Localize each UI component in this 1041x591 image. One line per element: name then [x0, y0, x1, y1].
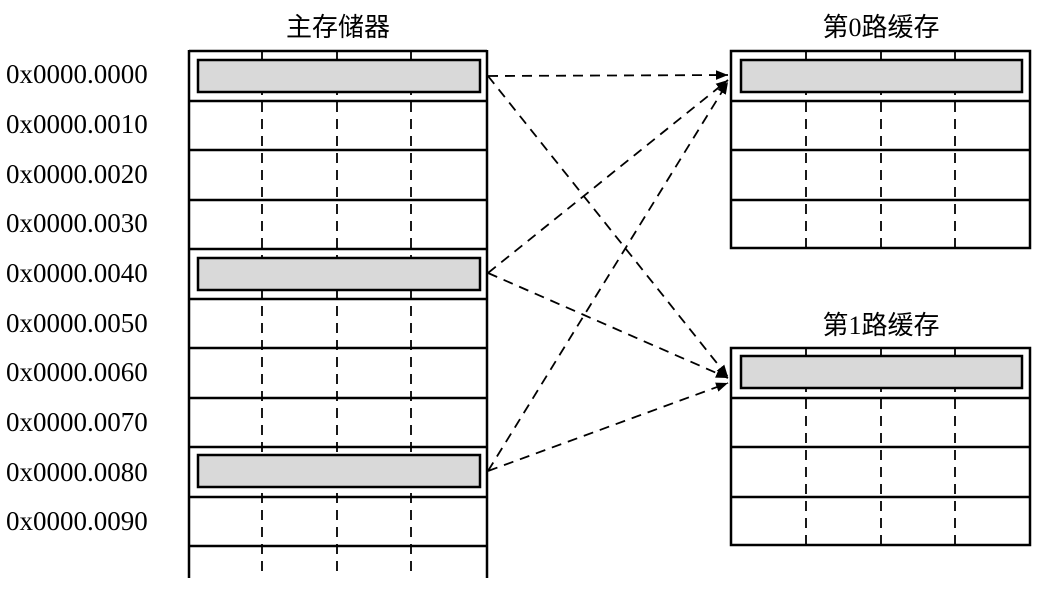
- arrow-0040-to-way1: [487, 272, 729, 379]
- address-label: 0x0000.0030: [6, 208, 148, 238]
- arrow-0040-to-way0: [487, 79, 729, 274]
- way1-highlighted-line: [739, 354, 1024, 390]
- address-label: 0x0000.0040: [6, 258, 148, 288]
- arrow-0000-to-way0: [487, 70, 729, 80]
- address-label: 0x0000.0020: [6, 159, 148, 189]
- mapping-arrows: [487, 70, 729, 472]
- arrow-0080-to-way1: [487, 382, 729, 472]
- arrow-0080-to-way0: [487, 81, 729, 472]
- highlighted-line-0x0000-0080: [196, 453, 482, 489]
- address-label: 0x0000.0090: [6, 506, 148, 536]
- address-label: 0x0000.0010: [6, 109, 148, 139]
- way1-cache-title: 第1路缓存: [822, 311, 939, 340]
- main-memory-title: 主存储器: [286, 13, 390, 42]
- main-memory-table: [187, 49, 489, 578]
- arrow-0000-to-way1: [487, 75, 729, 378]
- highlighted-line-0x0000-0040: [196, 256, 482, 292]
- address-label: 0x0000.0060: [6, 357, 148, 387]
- way1-cache-table: [729, 346, 1032, 547]
- address-label: 0x0000.0070: [6, 407, 148, 437]
- way0-cache-table: [729, 49, 1032, 250]
- way0-cache-title: 第0路缓存: [822, 13, 939, 42]
- way0-highlighted-line: [739, 58, 1024, 94]
- address-label: 0x0000.0080: [6, 457, 148, 487]
- highlighted-line-0x0000-0000: [196, 58, 482, 94]
- main-memory-highlighted-lines: [196, 58, 482, 489]
- address-label: 0x0000.0050: [6, 308, 148, 338]
- address-label: 0x0000.0000: [6, 59, 148, 89]
- address-labels: 0x0000.0000 0x0000.0010 0x0000.0020 0x00…: [6, 59, 148, 536]
